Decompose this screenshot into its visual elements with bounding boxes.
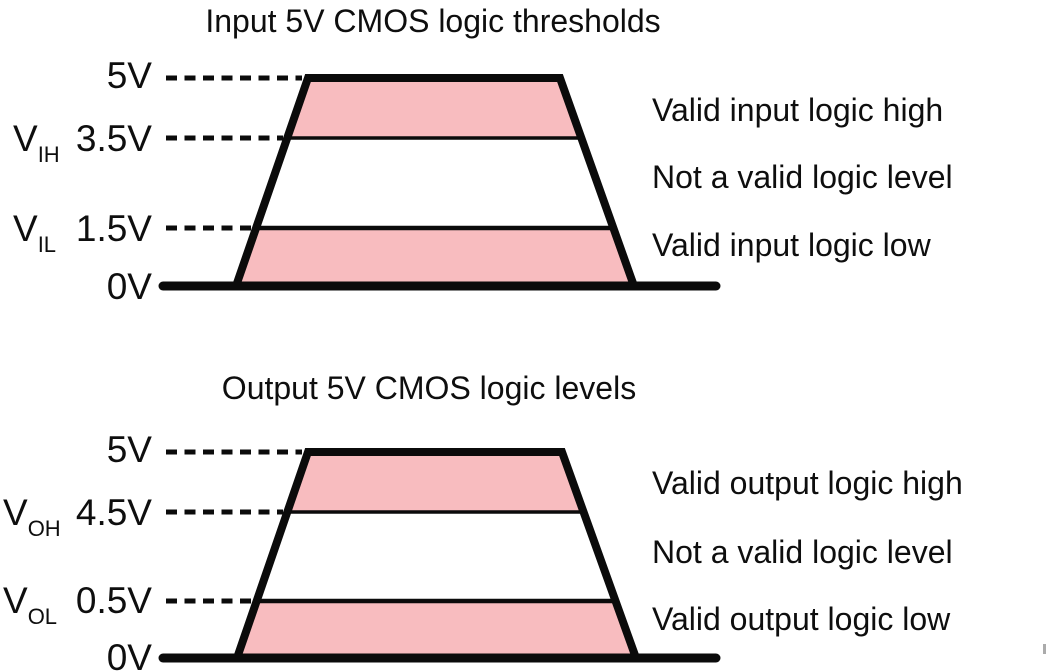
input-annotation-valid-high: Valid input logic high xyxy=(652,92,943,128)
output-voh-value: 4.5V xyxy=(76,492,152,533)
input-vil-value: 1.5V xyxy=(76,208,152,249)
output-annotation-not-valid: Not a valid logic level xyxy=(652,534,953,570)
output-valid-high-band xyxy=(285,451,585,513)
output-valid-low-band xyxy=(235,600,638,659)
input-annotation-valid-low: Valid input logic low xyxy=(652,227,932,263)
input-thresholds-diagram: Input 5V CMOS logic thresholds 5V VIH 3.… xyxy=(13,3,953,307)
vil-prefix: V xyxy=(13,208,38,249)
output-trapezoid-outline xyxy=(233,448,640,660)
vih-subscript: IH xyxy=(38,142,60,167)
input-0v-label: 0V xyxy=(107,266,153,307)
output-diagram-title: Output 5V CMOS logic levels xyxy=(222,370,636,406)
output-annotation-valid-high: Valid output logic high xyxy=(652,465,963,501)
vol-subscript: OL xyxy=(28,604,57,629)
output-levels-diagram: Output 5V CMOS logic levels 5V VOH 4.5V … xyxy=(3,370,963,672)
vil-subscript: IL xyxy=(38,232,56,257)
input-vih-symbol: VIH xyxy=(13,118,60,167)
output-5v-label: 5V xyxy=(107,429,153,470)
vol-prefix: V xyxy=(3,580,28,621)
vih-prefix: V xyxy=(13,118,38,159)
voh-prefix: V xyxy=(3,492,28,533)
input-annotation-not-valid: Not a valid logic level xyxy=(652,159,953,195)
input-5v-label: 5V xyxy=(107,55,153,96)
voh-subscript: OH xyxy=(28,516,61,541)
input-trapezoid-outline xyxy=(232,74,638,288)
output-voh-symbol: VOH xyxy=(3,492,61,541)
stray-artifact-mark xyxy=(1043,644,1046,654)
input-vih-value: 3.5V xyxy=(76,118,152,159)
input-valid-high-band xyxy=(285,77,583,139)
input-diagram-title: Input 5V CMOS logic thresholds xyxy=(205,3,660,39)
input-vil-symbol: VIL xyxy=(13,208,56,257)
input-valid-low-band xyxy=(234,227,636,287)
output-annotation-valid-low: Valid output logic low xyxy=(652,601,951,637)
output-0v-label: 0V xyxy=(107,637,153,672)
output-vol-symbol: VOL xyxy=(3,580,57,629)
output-vol-value: 0.5V xyxy=(76,580,152,621)
